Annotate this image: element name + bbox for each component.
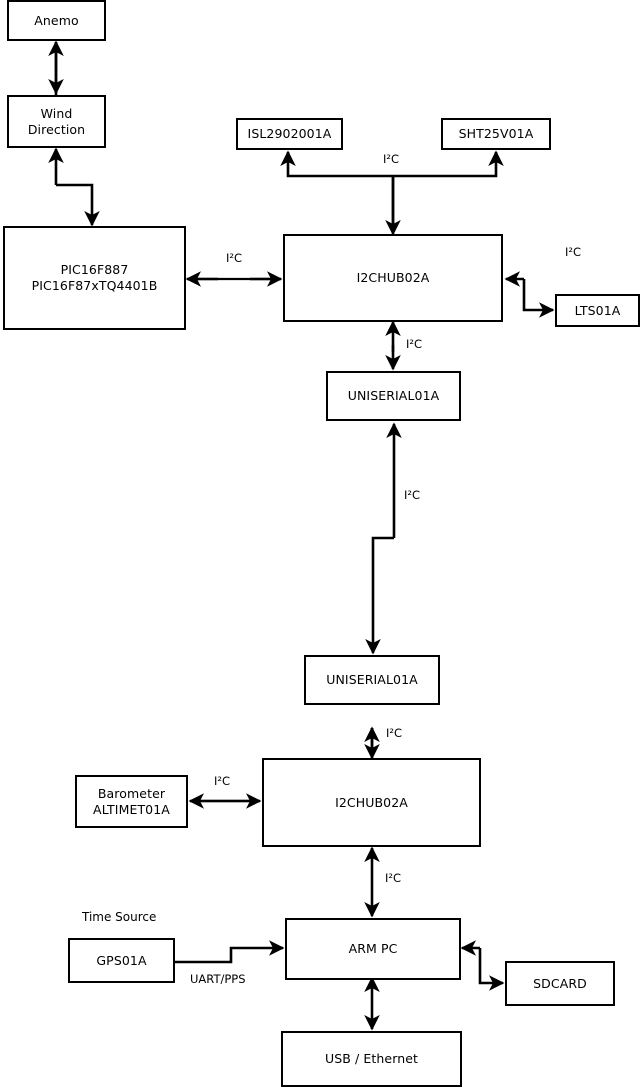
node-arm-pc[interactable]: ARM PC — [285, 918, 461, 980]
node-isl2902001a-label: ISL2902001A — [247, 126, 332, 142]
edge-label-i2c-pic-hub: I²C — [226, 251, 243, 265]
connector-bus-sht — [393, 150, 504, 178]
node-i2chub02a-top-label: I2CHUB02A — [356, 270, 430, 286]
node-uniserial01a-upper-label: UNISERIAL01A — [347, 388, 440, 404]
node-uniserial01a-upper[interactable]: UNISERIAL01A — [326, 371, 461, 421]
edge-label-i2c-barometer-hub: I²C — [214, 774, 231, 788]
node-i2chub02a-bottom-label: I2CHUB02A — [335, 794, 408, 810]
node-barometer-altimet01a-label: Barometer ALTIMET01A — [93, 785, 170, 817]
node-usb-ethernet[interactable]: USB / Ethernet — [281, 1031, 462, 1087]
node-isl2902001a[interactable]: ISL2902001A — [236, 118, 343, 150]
edge-label-i2c-hub2-armpc: I²C — [385, 871, 402, 885]
connector-bus-isl — [280, 150, 393, 178]
node-gps01a[interactable]: GPS01A — [68, 938, 175, 983]
edge-label-uart-pps: UART/PPS — [190, 972, 246, 986]
node-i2chub02a-top[interactable]: I2CHUB02A — [283, 234, 503, 322]
node-anemo-label: Anemo — [34, 12, 79, 28]
node-uniserial01a-lower-label: UNISERIAL01A — [326, 672, 418, 688]
node-sht25v01a-label: SHT25V01A — [458, 126, 534, 142]
edge-label-i2c-hub-lts: I²C — [565, 245, 582, 259]
node-uniserial01a-lower[interactable]: UNISERIAL01A — [304, 655, 440, 705]
node-sdcard-label: SDCARD — [533, 975, 587, 991]
node-sdcard[interactable]: SDCARD — [505, 961, 615, 1006]
node-wind-direction-label: Wind Direction — [27, 105, 86, 137]
edge-label-i2c-uniserial-link: I²C — [404, 488, 421, 502]
label-time-source: Time Source — [82, 910, 157, 924]
node-pic-mcu-label: PIC16F887 PIC16F87xTQ4401B — [31, 262, 158, 293]
node-lts01a[interactable]: LTS01A — [555, 294, 640, 327]
node-usb-ethernet-label: USB / Ethernet — [324, 1051, 419, 1067]
edge-label-i2c-hub-uniserial: I²C — [406, 337, 423, 351]
node-sht25v01a[interactable]: SHT25V01A — [441, 118, 551, 150]
edge-label-i2c-uniserial-hub2: I²C — [386, 726, 403, 740]
edge-label-i2c-sensor-bus: I²C — [383, 152, 400, 166]
connector-uniserialup-uniserialdn — [365, 536, 394, 655]
connector-wind-pic — [56, 183, 100, 227]
node-wind-direction[interactable]: Wind Direction — [7, 95, 106, 148]
node-arm-pc-label: ARM PC — [348, 941, 398, 957]
connector-gps-armpc — [175, 940, 285, 964]
connector-hubtop-lts — [522, 279, 555, 318]
node-lts01a-label: LTS01A — [574, 302, 621, 318]
node-pic-mcu[interactable]: PIC16F887 PIC16F87xTQ4401B — [3, 226, 186, 330]
node-gps01a-label: GPS01A — [96, 952, 147, 968]
node-barometer-altimet01a[interactable]: Barometer ALTIMET01A — [75, 775, 188, 828]
node-i2chub02a-bottom[interactable]: I2CHUB02A — [262, 758, 481, 847]
node-anemo[interactable]: Anemo — [7, 0, 106, 41]
connector-armpc-sdcard — [478, 948, 505, 991]
